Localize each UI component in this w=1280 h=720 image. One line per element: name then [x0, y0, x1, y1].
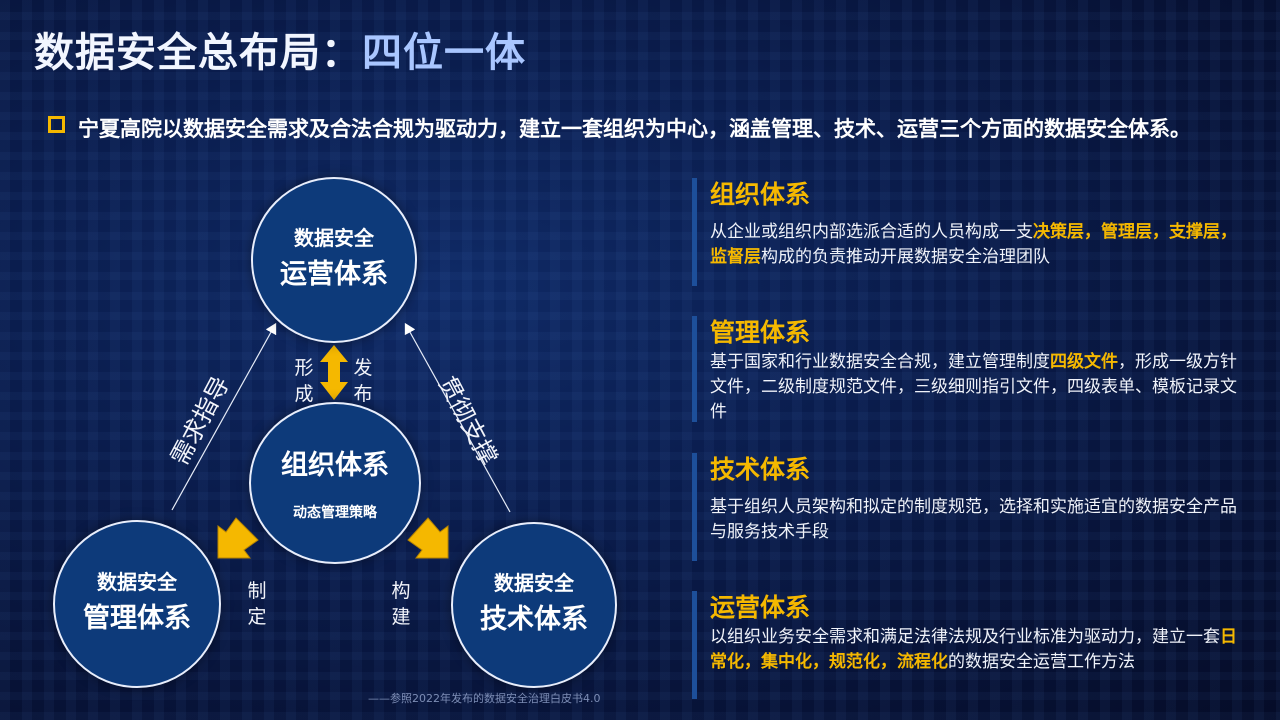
ops-line2: 运营体系 [280, 259, 388, 290]
ops-line1: 数据安全 [294, 226, 374, 250]
mgmt-line2: 管理体系 [83, 603, 191, 634]
circle-management-system: 数据安全 管理体系 [53, 520, 221, 688]
section-title: 组织体系 [710, 180, 811, 209]
section-body: 基于国家和行业数据安全合规，建立管理制度四级文件，形成一级方针文件，二级制度规范… [710, 352, 1237, 422]
section-management: 管理体系 基于国家和行业数据安全合规，建立管理制度四级文件，形成一级方针文件，二… [692, 316, 1248, 422]
tech-line2: 技术体系 [480, 604, 588, 635]
tech-line1: 数据安全 [494, 571, 574, 595]
label-make: 制定 [247, 580, 267, 628]
circle-operations-system: 数据安全 运营体系 [251, 177, 417, 343]
circle-technology-system: 数据安全 技术体系 [451, 522, 617, 688]
arrow-need-guidance [171, 322, 277, 511]
section-title: 运营体系 [710, 593, 811, 622]
circle-organization-system: 组织体系 动态管理策略 [249, 402, 421, 564]
section-organization: 组织体系 从企业或组织内部选派合适的人员构成一支决策层，管理层，支撑层，监督层构… [692, 178, 1248, 286]
label-build: 构建 [391, 580, 411, 628]
section-body: 基于组织人员架构和拟定的制度规范，选择和实施适宜的数据安全产品与服务技术手段 [710, 497, 1237, 542]
arrow-down-right-icon [407, 517, 449, 559]
arrow-implement-support [404, 322, 511, 513]
section-operations: 运营体系 以组织业务安全需求和满足法律法规及行业标准为驱动力，建立一套日常化，集… [692, 591, 1248, 699]
bullet-square-icon [48, 116, 65, 133]
arrow-down-left-icon [217, 517, 259, 559]
double-arrow-icon [320, 345, 348, 400]
section-title: 管理体系 [710, 318, 811, 347]
section-technology: 技术体系 基于组织人员架构和拟定的制度规范，选择和实施适宜的数据安全产品与服务技… [692, 453, 1248, 561]
org-line1: 组织体系 [281, 450, 389, 481]
page-title-main: 数据安全总布局： [34, 30, 362, 76]
mgmt-line1: 数据安全 [97, 570, 177, 594]
footnote: ——参照2022年发布的数据安全治理白皮书4.0 [368, 692, 601, 705]
page-title-highlight: 四位一体 [362, 30, 526, 76]
label-publish: 发布 [353, 357, 373, 405]
section-body: 从企业或组织内部选派合适的人员构成一支决策层，管理层，支撑层，监督层构成的负责推… [710, 222, 1237, 267]
page-title: 数据安全总布局：四位一体 [34, 20, 526, 78]
intro-text: 宁夏高院以数据安全需求及合法合规为驱动力，建立一套组织为中心，涵盖管理、技术、运… [78, 117, 1191, 141]
section-body: 以组织业务安全需求和满足法律法规及行业标准为驱动力，建立一套日常化，集中化，规范… [710, 627, 1237, 672]
org-line2: 动态管理策略 [293, 505, 377, 521]
label-form: 形成 [294, 357, 314, 405]
section-title: 技术体系 [710, 455, 811, 484]
